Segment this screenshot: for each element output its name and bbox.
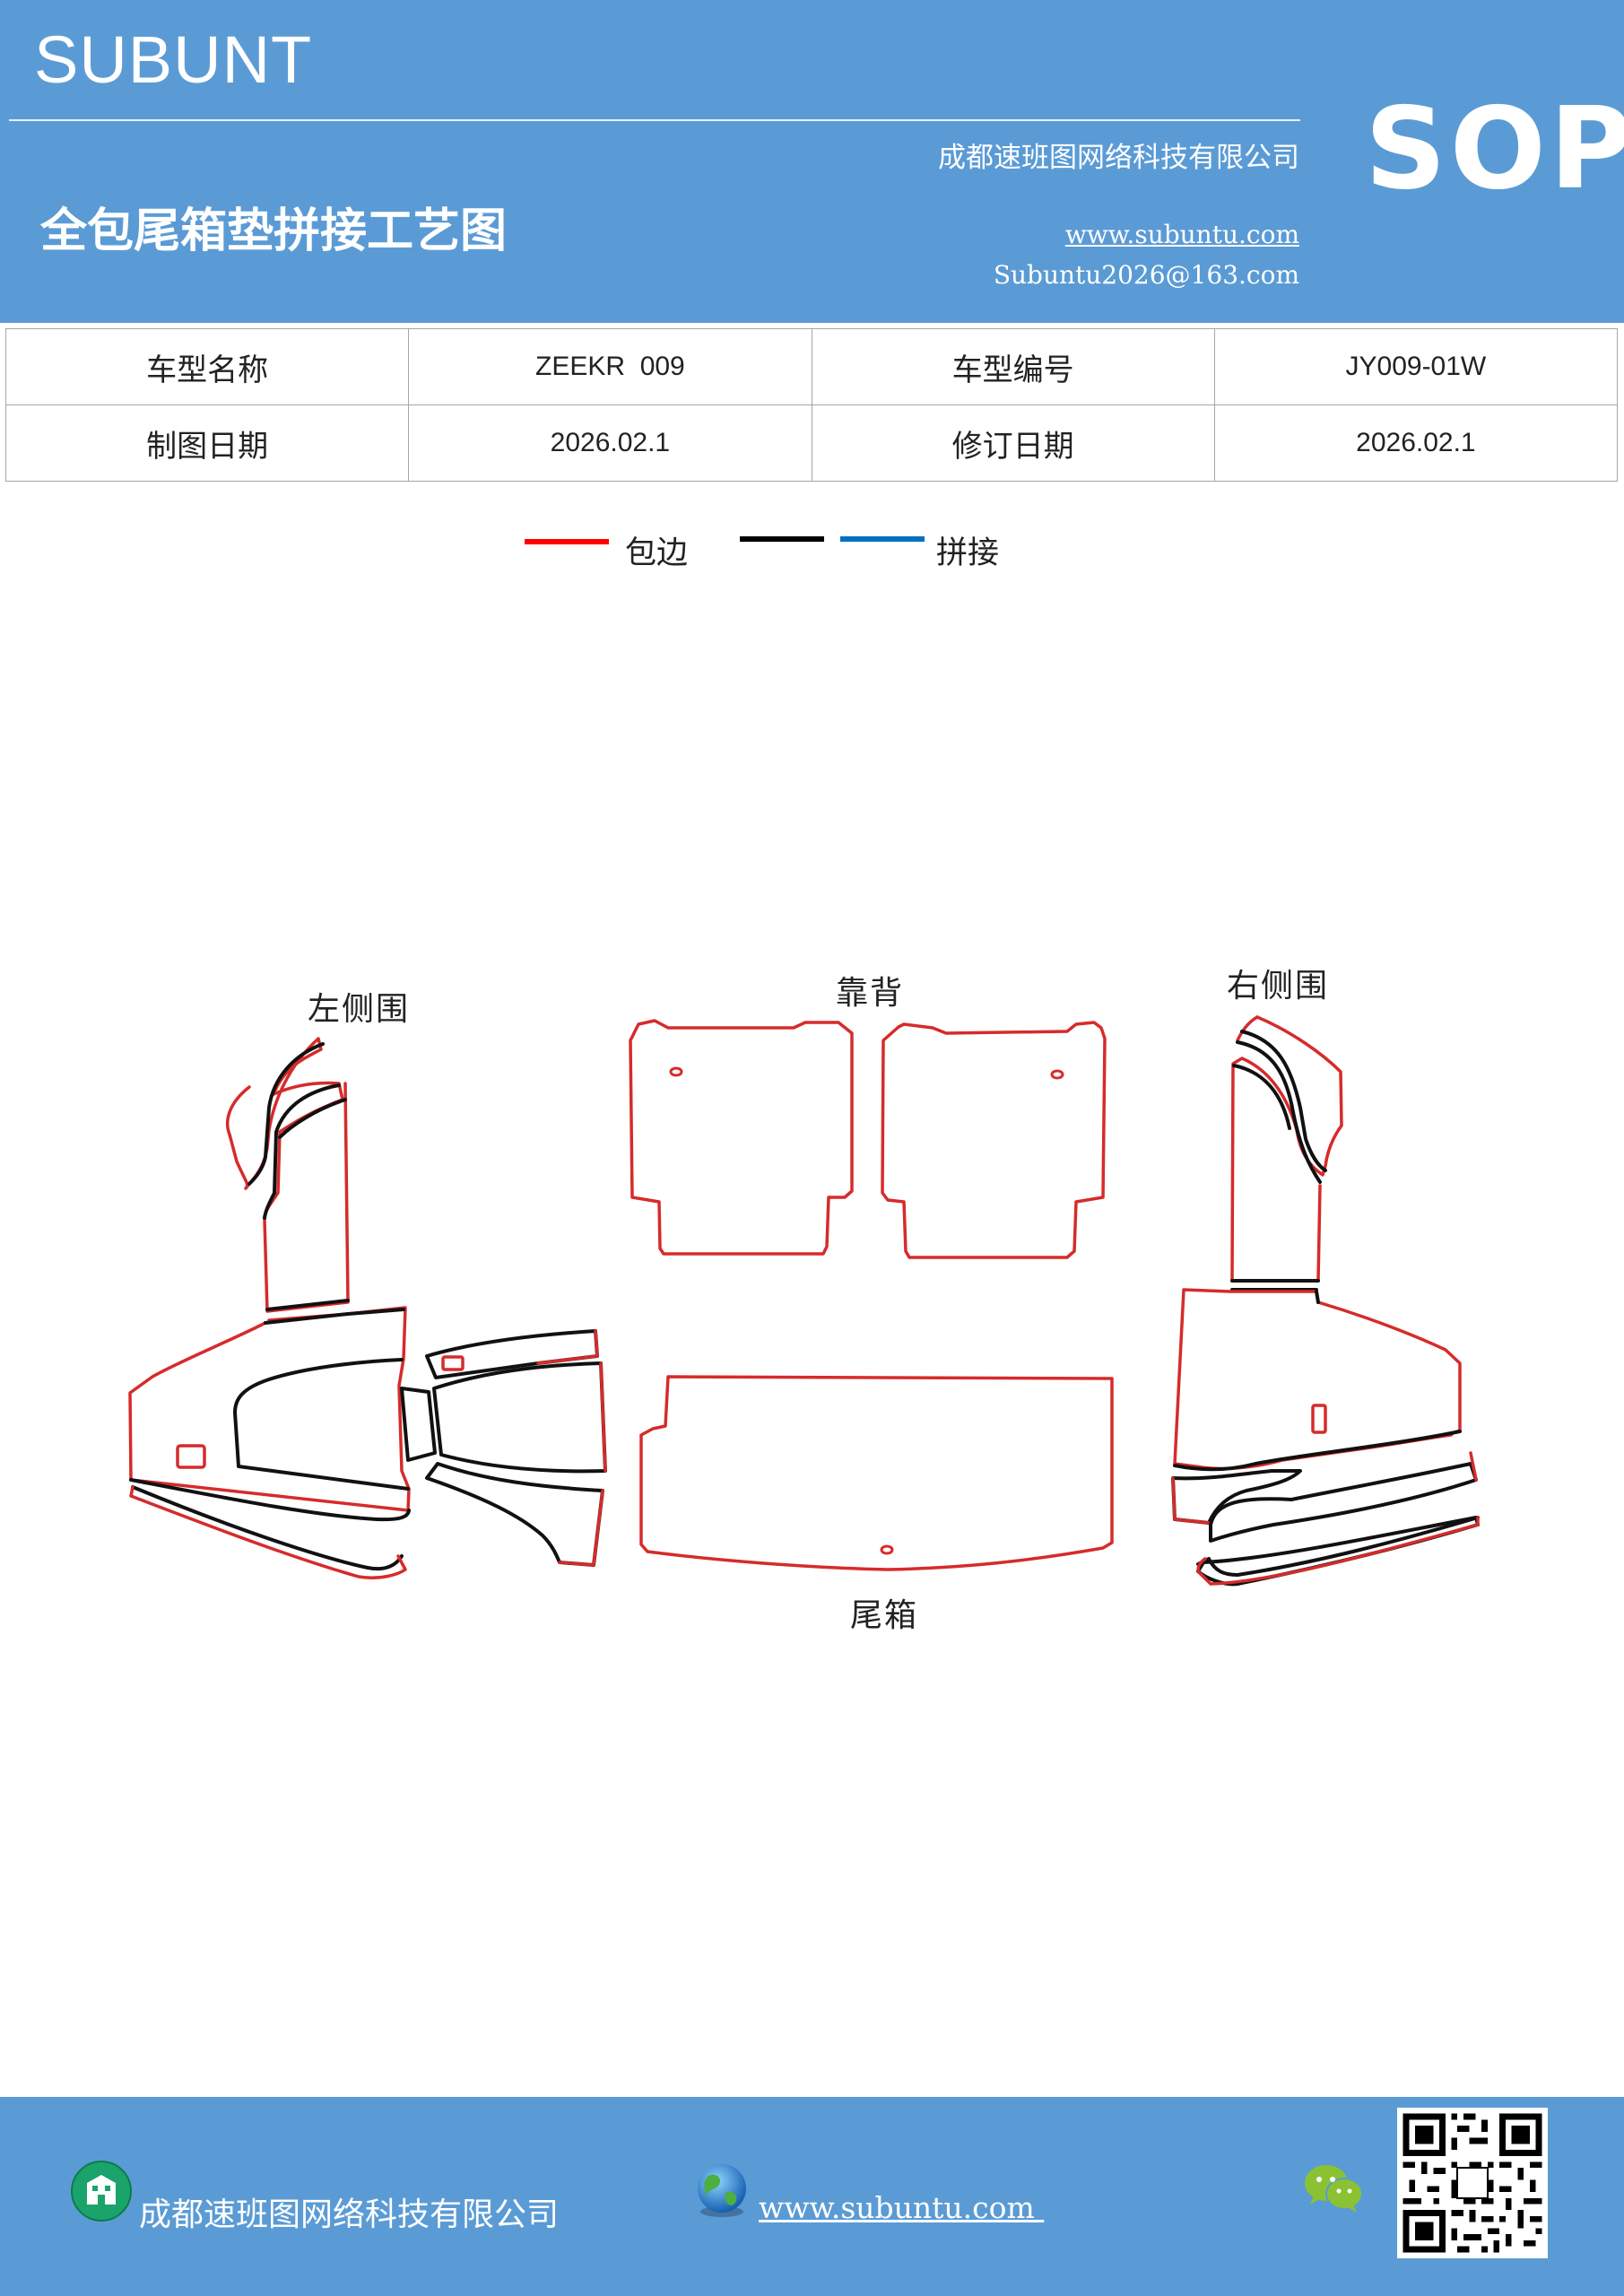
label-backrest: 靠背: [836, 975, 905, 1012]
trunk-panel: [639, 1375, 1114, 1571]
left-middle-strip: [432, 1361, 607, 1474]
right-side-panel: [1171, 1015, 1480, 1587]
header-website-link[interactable]: www.subuntu.com: [1064, 220, 1299, 249]
draw-date-label: 制图日期: [4, 404, 410, 482]
label-right-side: 右侧围: [1227, 968, 1330, 1004]
model-name-value: ZEEKR 009: [408, 328, 812, 405]
right-upper-column: [1230, 1015, 1343, 1283]
model-name-label: 车型名称: [4, 328, 410, 405]
draw-date-value: 2026.02.1: [408, 404, 812, 482]
info-table: 车型名称 ZEEKR 009 车型编号 JY009-01W 制图日期 2026.…: [4, 328, 1619, 482]
backrest-right-panel: [881, 1021, 1107, 1259]
left-side-panel: [128, 1037, 607, 1579]
building-icon: [71, 2161, 132, 2222]
revise-date-value: 2026.02.1: [1213, 404, 1619, 482]
header-email: Subuntu2026@163.com: [993, 260, 1299, 290]
wechat-icon[interactable]: [1303, 2161, 1364, 2215]
revise-date-label: 修订日期: [811, 404, 1215, 482]
table-row: 车型名称 ZEEKR 009 车型编号 JY009-01W: [4, 328, 1619, 405]
left-lower-panel: [128, 1306, 411, 1512]
backrest-left-panel: [629, 1019, 854, 1256]
left-connector-piece: [400, 1387, 437, 1462]
backrest-panels: [629, 1019, 1107, 1259]
right-lower-panel: [1173, 1288, 1462, 1471]
legend-swatch-black: [740, 536, 824, 542]
sop-logo: SOP: [1365, 83, 1624, 214]
model-no-label: 车型编号: [811, 328, 1215, 405]
qr-code: [1397, 2108, 1548, 2258]
left-lower-strip: [425, 1462, 604, 1567]
label-trunk: 尾箱: [850, 1597, 919, 1634]
header-band: [0, 0, 1624, 323]
legend-label-splice: 拼接: [936, 535, 1000, 571]
left-upper-column: [225, 1037, 350, 1313]
brand-name: SUBUNT: [34, 22, 313, 97]
legend-label-binding: 包边: [625, 535, 689, 571]
footer-website-link[interactable]: www.subuntu.com: [759, 2190, 1045, 2225]
header-company: 成都速班图网络科技有限公司: [938, 142, 1299, 174]
footer-company: 成都速班图网络科技有限公司: [139, 2196, 560, 2233]
document-title: 全包尾箱垫拼接工艺图: [40, 204, 508, 258]
legend-swatch-blue: [840, 536, 925, 542]
model-no-value: JY009-01W: [1213, 328, 1619, 405]
globe-icon: [698, 2164, 746, 2217]
legend-swatch-red: [525, 539, 609, 544]
table-row: 制图日期 2026.02.1 修订日期 2026.02.1: [4, 404, 1619, 482]
header-divider: [9, 119, 1300, 121]
label-left-side: 左侧围: [308, 991, 411, 1028]
